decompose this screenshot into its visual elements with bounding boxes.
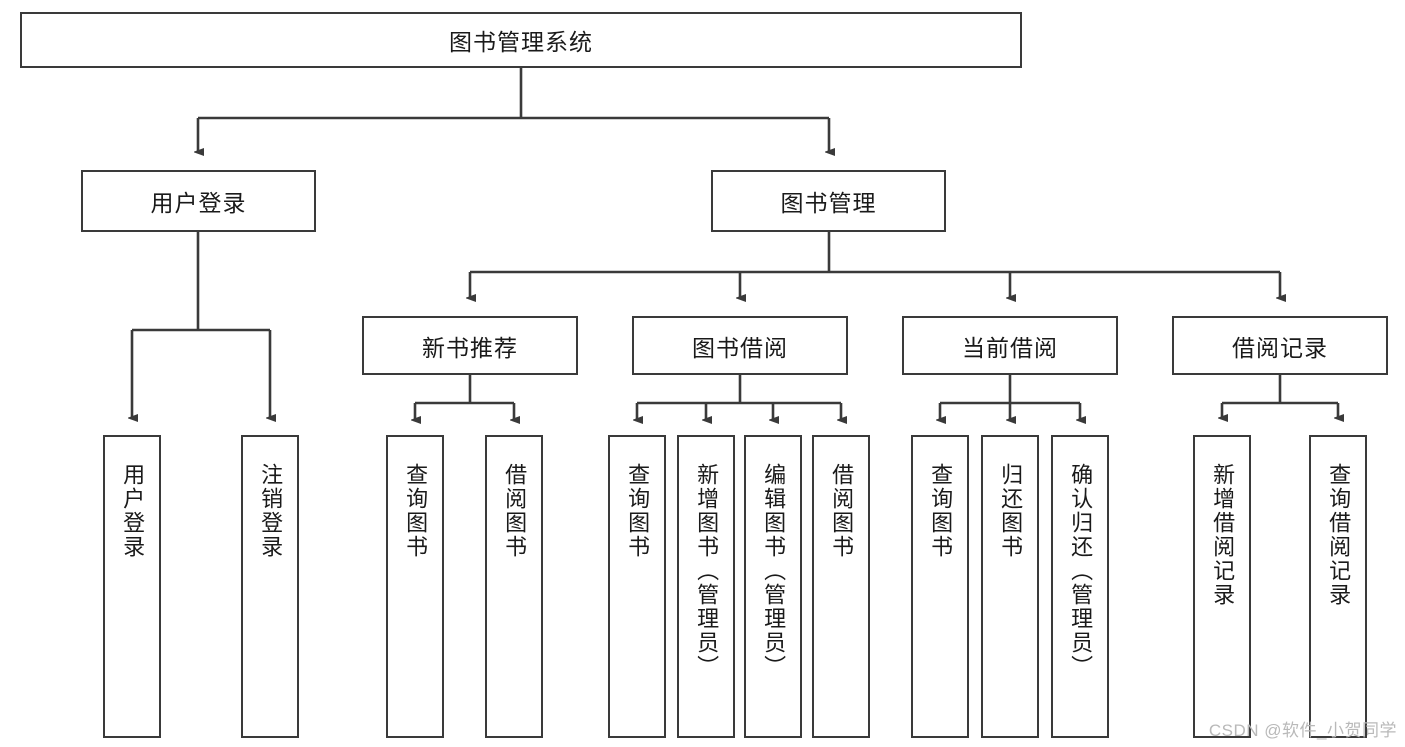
node-label: 注销登录 [258,463,284,559]
node-current-borrow[interactable]: 当前借阅 [902,316,1118,375]
node-label: 查询图书 [403,463,429,559]
leaf-borrow-record-query[interactable]: 查询借阅记录 [1309,435,1367,738]
leaf-book-borrow-add[interactable]: 新增图书（管理员） [677,435,735,738]
node-label: 新书推荐 [422,334,518,361]
node-label: 图书管理系统 [449,29,593,55]
leaf-current-borrow-query[interactable]: 查询图书 [911,435,969,738]
node-label: 当前借阅 [962,334,1058,361]
node-book-management[interactable]: 图书管理 [711,170,946,232]
leaf-user-login-login[interactable]: 用户登录 [103,435,161,738]
node-label: 用户登录 [120,463,146,559]
node-label: 借阅图书 [829,463,855,559]
node-label: 查询借阅记录 [1326,463,1352,607]
node-label: 图书管理 [780,190,877,216]
leaf-user-login-logout[interactable]: 注销登录 [241,435,299,738]
node-label: 确认归还（管理员） [1068,463,1094,679]
node-label: 归还图书 [998,463,1024,559]
csdn-watermark: CSDN @软件_小贺同学 [1208,721,1397,740]
node-label: 借阅记录 [1232,334,1328,361]
leaf-book-borrow-query[interactable]: 查询图书 [608,435,666,738]
node-borrow-record[interactable]: 借阅记录 [1172,316,1388,375]
leaf-new-book-borrow[interactable]: 借阅图书 [485,435,543,738]
node-label: 新增借阅记录 [1210,463,1236,607]
leaf-borrow-record-add[interactable]: 新增借阅记录 [1193,435,1251,738]
node-label: 图书借阅 [692,334,788,361]
leaf-book-borrow-edit[interactable]: 编辑图书（管理员） [744,435,802,738]
node-new-book-recommend[interactable]: 新书推荐 [362,316,578,375]
leaf-new-book-query[interactable]: 查询图书 [386,435,444,738]
node-label: 查询图书 [928,463,954,559]
leaf-current-borrow-confirm-return[interactable]: 确认归还（管理员） [1051,435,1109,738]
node-label: 借阅图书 [502,463,528,559]
node-label: 用户登录 [150,190,247,216]
node-label: 编辑图书（管理员） [761,463,787,679]
node-label: 新增图书（管理员） [694,463,720,679]
node-root-book-management-system[interactable]: 图书管理系统 [20,12,1022,68]
node-book-borrow[interactable]: 图书借阅 [632,316,848,375]
node-user-login[interactable]: 用户登录 [81,170,316,232]
leaf-current-borrow-return[interactable]: 归还图书 [981,435,1039,738]
leaf-book-borrow-borrow[interactable]: 借阅图书 [812,435,870,738]
node-label: 查询图书 [625,463,651,559]
